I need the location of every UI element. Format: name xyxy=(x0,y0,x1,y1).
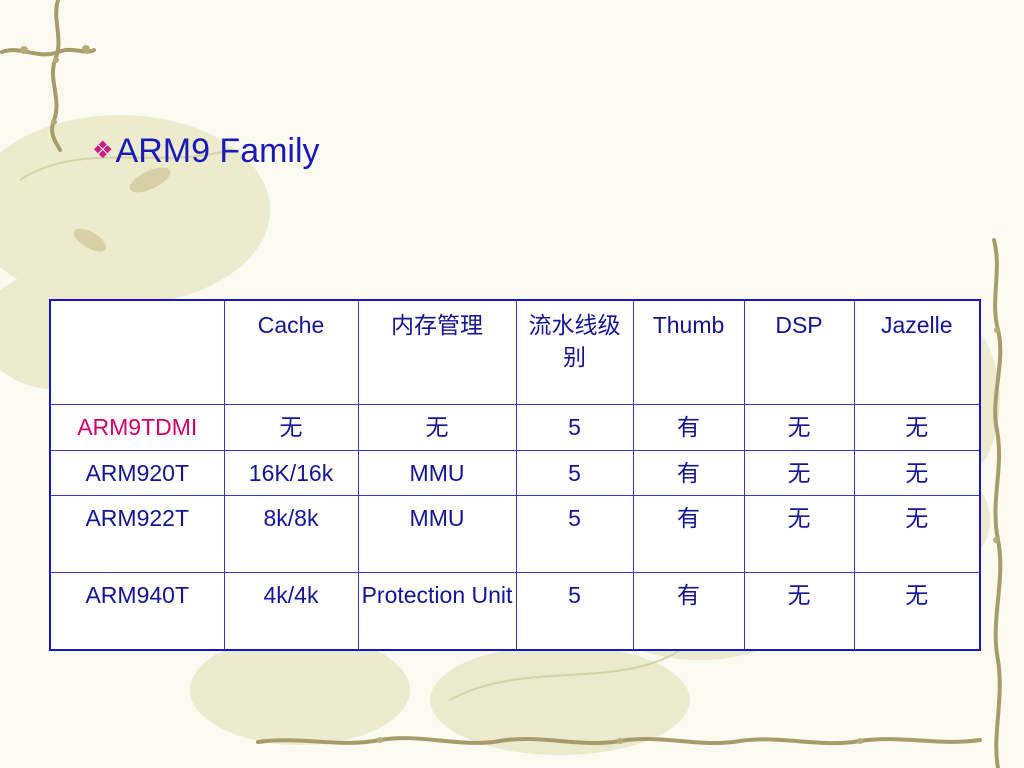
cell-dsp: 无 xyxy=(743,571,855,651)
header-cell-empty xyxy=(49,299,225,405)
header-cell-jazelle: Jazelle xyxy=(853,299,981,405)
cell-cache: 8k/8k xyxy=(223,494,359,573)
table-row: ARM922T 8k/8k MMU 5 有 无 无 xyxy=(49,494,981,573)
cell-memory-management: MMU xyxy=(357,449,517,496)
diamond-bullet-icon: ❖ xyxy=(92,137,114,164)
cell-cache: 16K/16k xyxy=(223,449,359,496)
cell-jazelle: 无 xyxy=(853,494,981,573)
cell-model-name: ARM9TDMI xyxy=(49,403,225,451)
cell-dsp: 无 xyxy=(743,403,855,451)
cell-thumb: 有 xyxy=(632,449,745,496)
cell-pipeline: 5 xyxy=(515,403,634,451)
cell-model-name: ARM940T xyxy=(49,571,225,651)
cell-thumb: 有 xyxy=(632,403,745,451)
cell-memory-management: MMU xyxy=(357,494,517,573)
cell-dsp: 无 xyxy=(743,449,855,496)
header-cell-thumb: Thumb xyxy=(632,299,745,405)
header-cell-pipeline-stages: 流水线级别 xyxy=(515,299,634,405)
header-cell-cache: Cache xyxy=(223,299,359,405)
header-cell-dsp: DSP xyxy=(743,299,855,405)
cell-model-name: ARM920T xyxy=(49,449,225,496)
cell-cache: 无 xyxy=(223,403,359,451)
slide-title-text: ARM9 Family xyxy=(115,132,320,170)
cell-jazelle: 无 xyxy=(853,449,981,496)
cell-jazelle: 无 xyxy=(853,571,981,651)
cell-thumb: 有 xyxy=(632,571,745,651)
cell-pipeline: 5 xyxy=(515,494,634,573)
table-row: ARM9TDMI 无 无 5 有 无 无 xyxy=(49,403,981,451)
table-header-row: Cache 内存管理 流水线级别 Thumb DSP Jazelle xyxy=(49,299,981,405)
cell-pipeline: 5 xyxy=(515,571,634,651)
cell-dsp: 无 xyxy=(743,494,855,573)
cell-jazelle: 无 xyxy=(853,403,981,451)
cell-thumb: 有 xyxy=(632,494,745,573)
cell-pipeline: 5 xyxy=(515,449,634,496)
slide-title: ❖ARM9 Family xyxy=(92,128,320,174)
cell-model-name: ARM922T xyxy=(49,494,225,573)
cell-cache: 4k/4k xyxy=(223,571,359,651)
table-row: ARM920T 16K/16k MMU 5 有 无 无 xyxy=(49,449,981,496)
cell-memory-management: Protection Unit xyxy=(357,571,517,651)
arm9-family-table: Cache 内存管理 流水线级别 Thumb DSP Jazelle ARM9T… xyxy=(49,299,981,651)
header-cell-memory-management: 内存管理 xyxy=(357,299,517,405)
table-row: ARM940T 4k/4k Protection Unit 5 有 无 无 xyxy=(49,571,981,651)
cell-memory-management: 无 xyxy=(357,403,517,451)
